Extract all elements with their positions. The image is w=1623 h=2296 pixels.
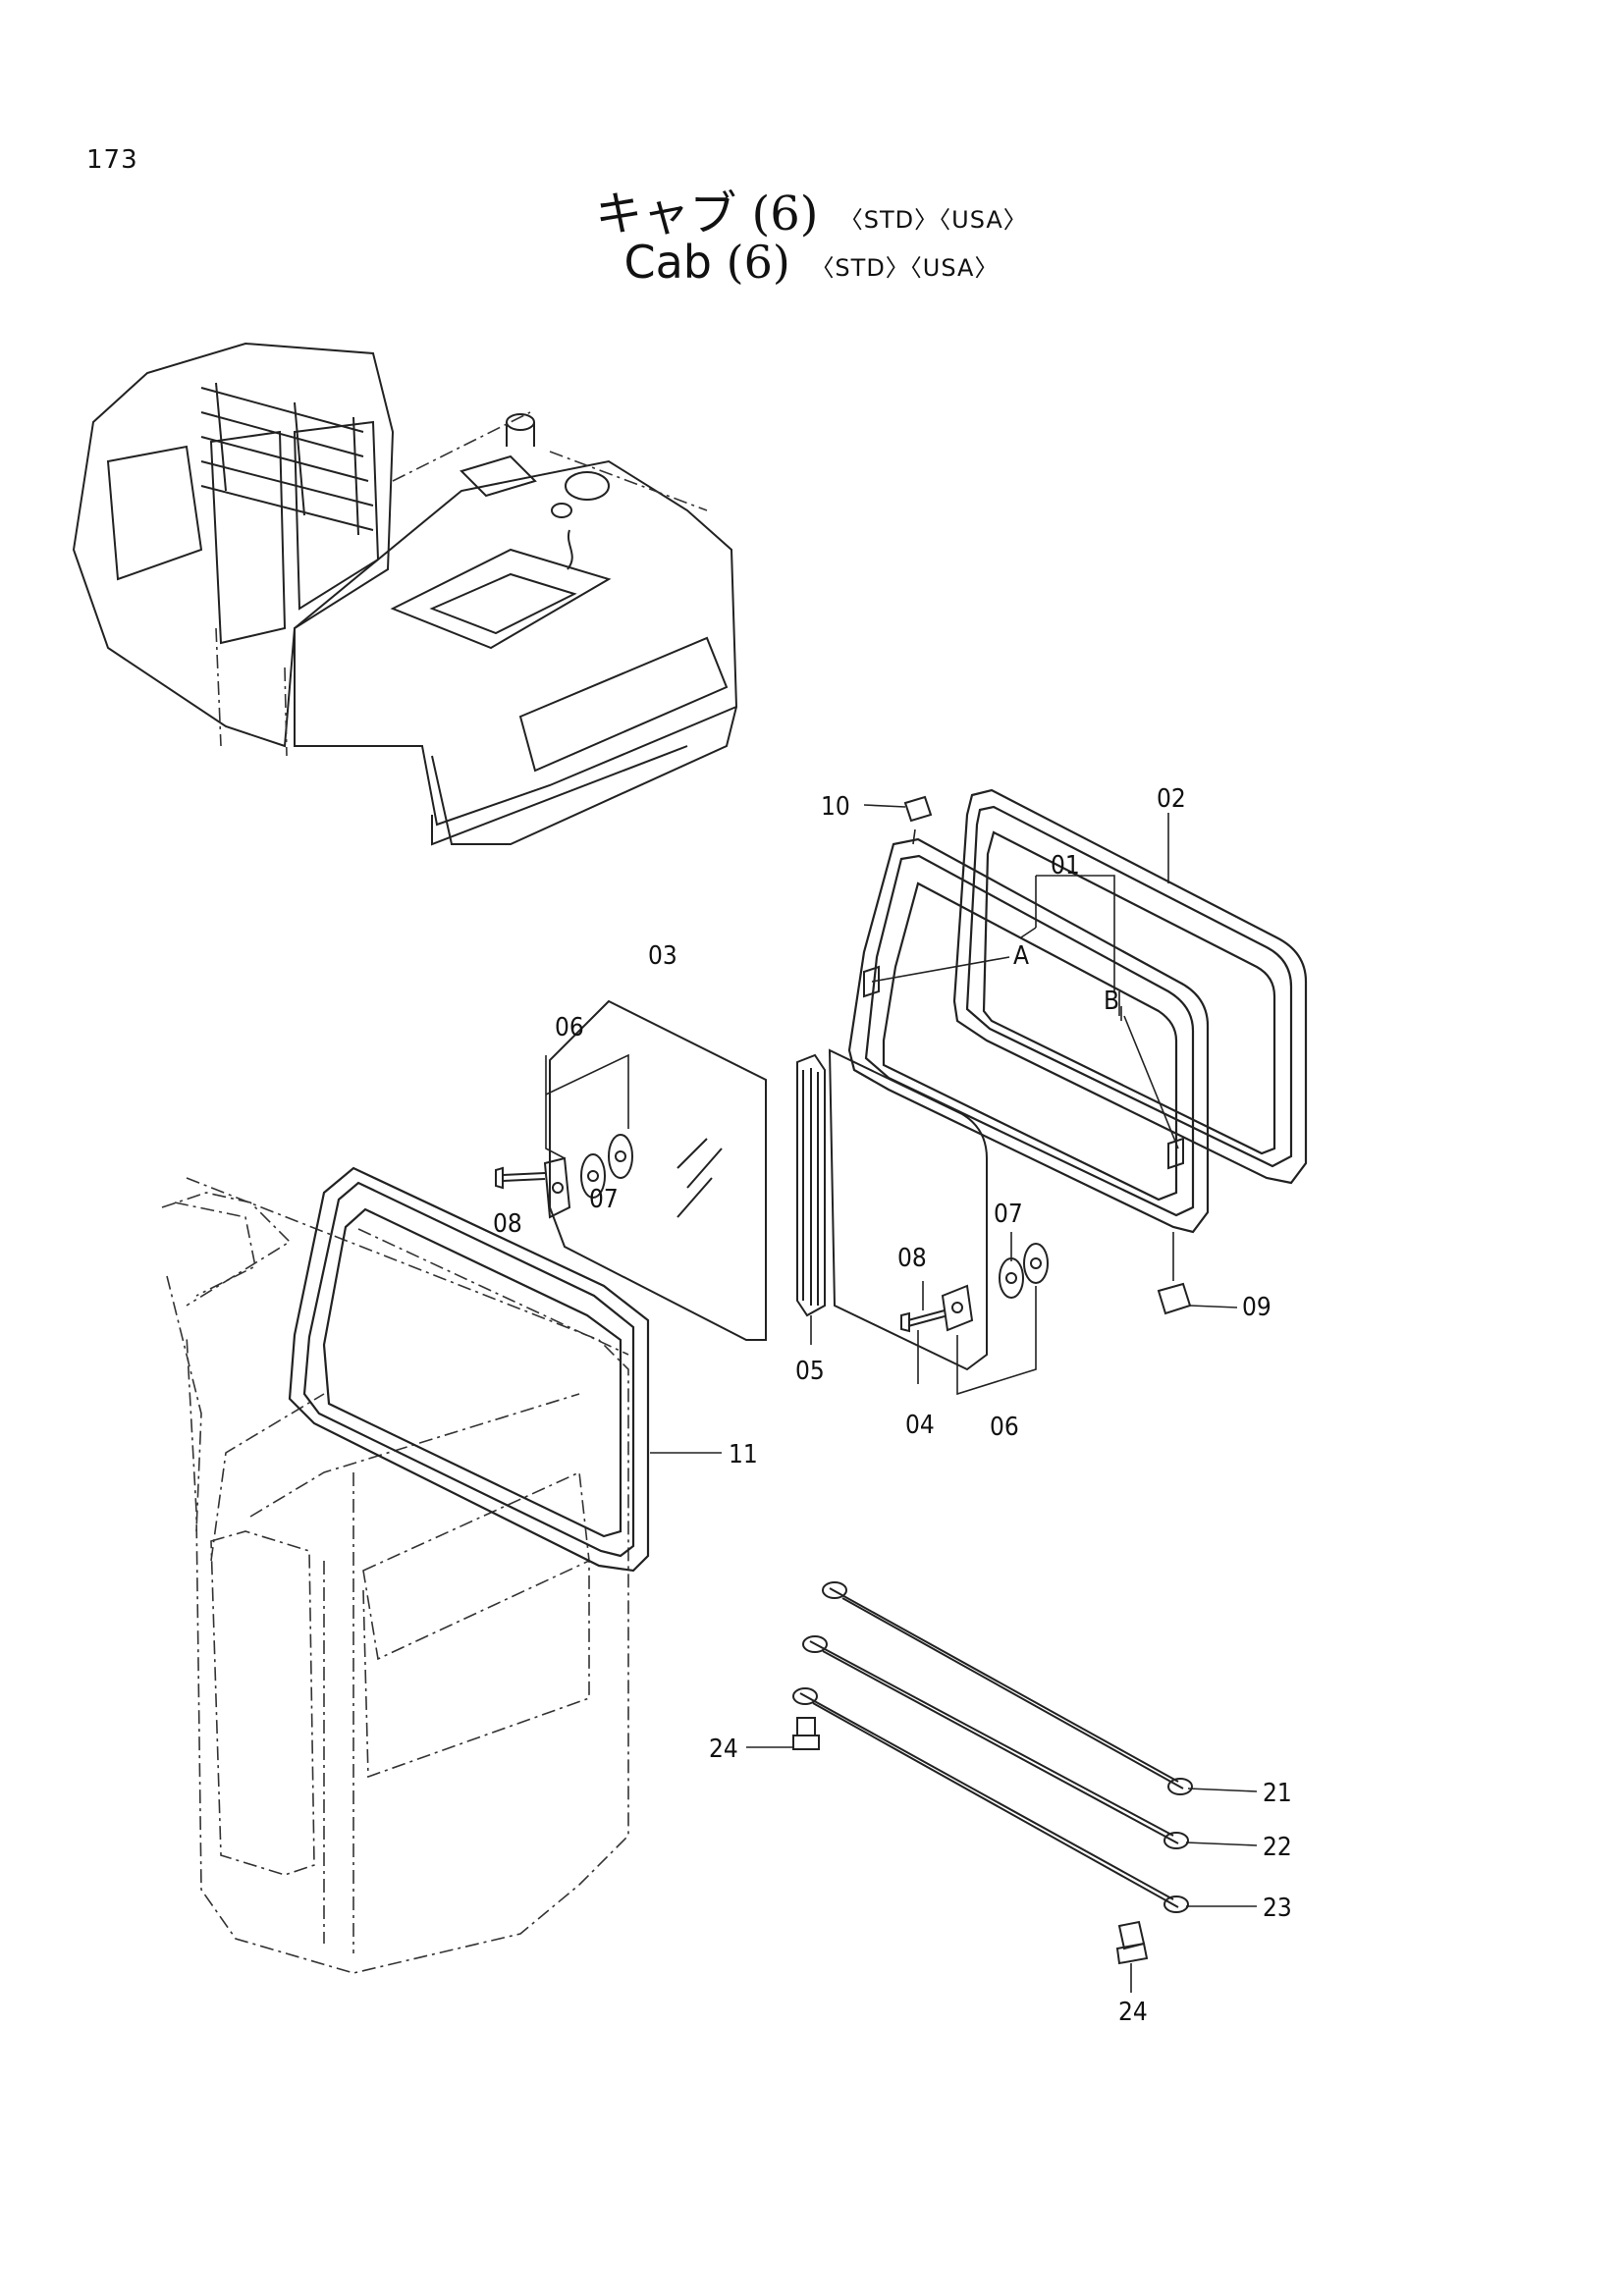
callout-22: 22 (1263, 1833, 1292, 1862)
page-number: 173 (86, 145, 138, 175)
title-japanese-number: (6) (751, 187, 819, 241)
machine-overview-illustration (72, 342, 738, 846)
callout-05: 05 (795, 1357, 825, 1386)
callout-24-lower: 24 (1118, 1998, 1148, 2027)
callout-09: 09 (1242, 1293, 1271, 1322)
callout-08-right: 08 (897, 1244, 927, 1273)
callout-06-left: 06 (555, 1013, 584, 1042)
rods-assembly (792, 1581, 1258, 1913)
part-03-sliding-glass (549, 999, 767, 1341)
callout-03: 03 (648, 941, 677, 971)
cab-body-outline (161, 1177, 629, 1974)
bolt-24-lower (1115, 1920, 1149, 1993)
callout-label-b: B (1104, 987, 1119, 1016)
part-05-vertical-strip (796, 1053, 826, 1345)
latch-assembly-left (495, 1053, 633, 1219)
title-english-number: (6) (726, 236, 790, 289)
callout-07-left: 07 (589, 1185, 619, 1214)
callout-10: 10 (821, 792, 850, 822)
title-japanese-tags: 〈STD〉〈USA〉 (839, 205, 1028, 234)
callout-06-right: 06 (990, 1413, 1019, 1442)
bolt-24-upper (746, 1717, 820, 1750)
part-04-fixed-glass (828, 1048, 1049, 1396)
part-11-window-seal (288, 1166, 650, 1573)
callout-11: 11 (729, 1440, 758, 1469)
callout-02: 02 (1157, 784, 1186, 814)
callout-08-left: 08 (493, 1209, 522, 1239)
callout-label-a: A (1013, 941, 1029, 971)
title-english-text: Cab (623, 236, 713, 289)
callout-07-right: 07 (994, 1200, 1023, 1229)
part-02-window-seal (952, 788, 1308, 1185)
title-japanese: キャブ (6) 〈STD〉〈USA〉 (0, 175, 1623, 243)
title-english-tags: 〈STD〉〈USA〉 (810, 254, 1000, 282)
part-01-window-frame (847, 828, 1210, 1281)
part-09-stopper (1157, 1282, 1238, 1315)
part-10-stopper (863, 795, 933, 823)
callout-24-upper: 24 (709, 1735, 738, 1764)
callout-21: 21 (1263, 1779, 1292, 1808)
callout-labels: 10 02 01 A B 03 06 07 08 07 08 09 05 04 … (493, 784, 1292, 2027)
callout-04: 04 (905, 1411, 935, 1440)
title-english: Cab (6) 〈STD〉〈USA〉 (0, 236, 1623, 289)
callout-01: 01 (1051, 851, 1080, 881)
callout-23: 23 (1263, 1894, 1292, 1923)
title-japanese-text: キャブ (595, 187, 737, 241)
